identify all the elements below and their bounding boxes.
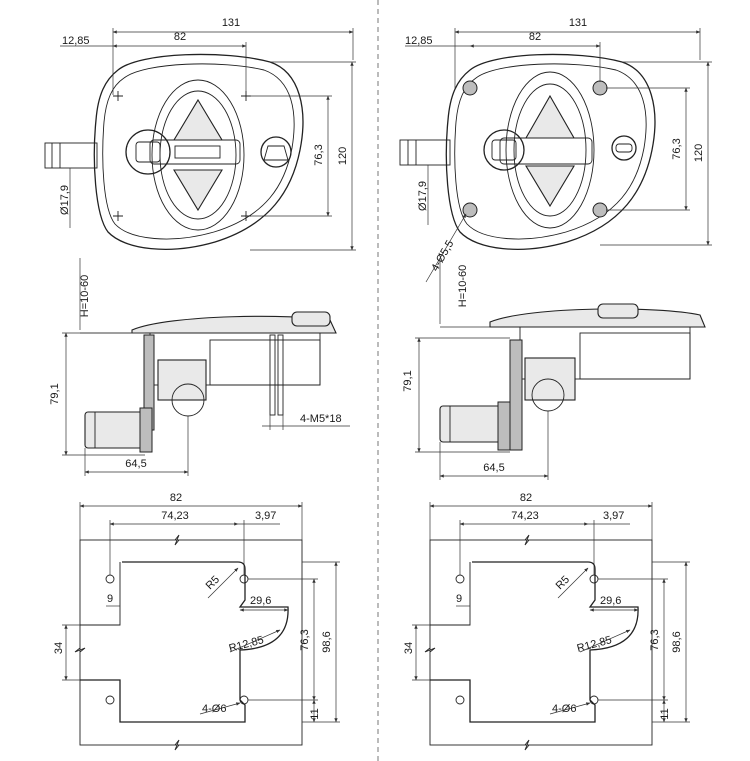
right-dim-17-9: Ø17,9 [417, 181, 429, 211]
right-dim-4-6: 4-Ø6 [552, 703, 576, 715]
left-cutout-view: 82 74,23 3,97 R5 9 29,6 R12,85 34 76,3 9… [53, 492, 340, 751]
left-dim-9: 9 [107, 593, 113, 605]
right-dim-h-10-60: H=10-60 [457, 265, 469, 308]
right-side-view: H=10-60 79,1 64,5 [402, 258, 706, 480]
left-dim-76-3: 76,3 [313, 144, 325, 165]
right-dim-3-97: 3,97 [603, 510, 624, 522]
right-dim-74-23: 74,23 [511, 510, 539, 522]
left-dim-120: 120 [337, 147, 349, 165]
left-dim-82: 82 [174, 31, 186, 43]
right-dim-131: 131 [569, 17, 587, 29]
right-cutout-view: 82 74,23 3,97 R5 9 29,6 R12,85 34 76,3 9… [403, 492, 690, 751]
left-dim-11: 11 [309, 708, 321, 719]
left-dim-98-6: 98,6 [321, 631, 333, 652]
left-dim-74-23: 74,23 [161, 510, 189, 522]
left-top-view: 131 82 12,85 76,3 120 Ø17,9 [44, 17, 356, 251]
left-dim-h-10-60: H=10-60 [79, 275, 91, 318]
right-dim-12-85: 12,85 [405, 35, 433, 47]
right-top-view: 131 82 12,85 76,3 120 Ø17,9 4-Ø5,5 [399, 17, 712, 283]
left-dim-29-6: 29,6 [250, 595, 271, 607]
left-dim-79-1: 79,1 [49, 383, 61, 404]
right-dim-98-6: 98,6 [671, 631, 683, 652]
right-dim-29-6: 29,6 [600, 595, 621, 607]
left-dim-3-97: 3,97 [255, 510, 276, 522]
right-dim-11: 11 [659, 708, 671, 719]
left-dim-4-m5-18: 4-M5*18 [300, 413, 342, 425]
right-dim-82: 82 [529, 31, 541, 43]
left-dim-131: 131 [222, 17, 240, 29]
right-dim-4-5-5: 4-Ø5,5 [429, 238, 456, 273]
right-dim-76-3: 76,3 [671, 138, 683, 159]
left-dim-cut-76-3: 76,3 [299, 629, 311, 650]
right-dim-34: 34 [403, 642, 415, 654]
left-dim-r5: R5 [204, 574, 222, 592]
left-dim-4-6: 4-Ø6 [202, 703, 226, 715]
right-dim-cut-82: 82 [520, 492, 532, 504]
left-dim-17-9: Ø17,9 [59, 185, 71, 215]
right-dim-r5: R5 [554, 574, 572, 592]
right-dim-cut-76-3: 76,3 [649, 629, 661, 650]
right-dim-9: 9 [456, 593, 462, 605]
right-dim-64-5: 64,5 [483, 462, 504, 474]
left-side-view: H=10-60 79,1 64,5 4-M5*18 [49, 258, 350, 476]
left-dim-12-85: 12,85 [62, 35, 90, 47]
left-dim-64-5: 64,5 [125, 458, 146, 470]
left-dim-34: 34 [53, 642, 65, 654]
right-dim-79-1: 79,1 [402, 370, 414, 391]
right-dim-120: 120 [693, 144, 705, 162]
left-dim-cut-82: 82 [170, 492, 182, 504]
